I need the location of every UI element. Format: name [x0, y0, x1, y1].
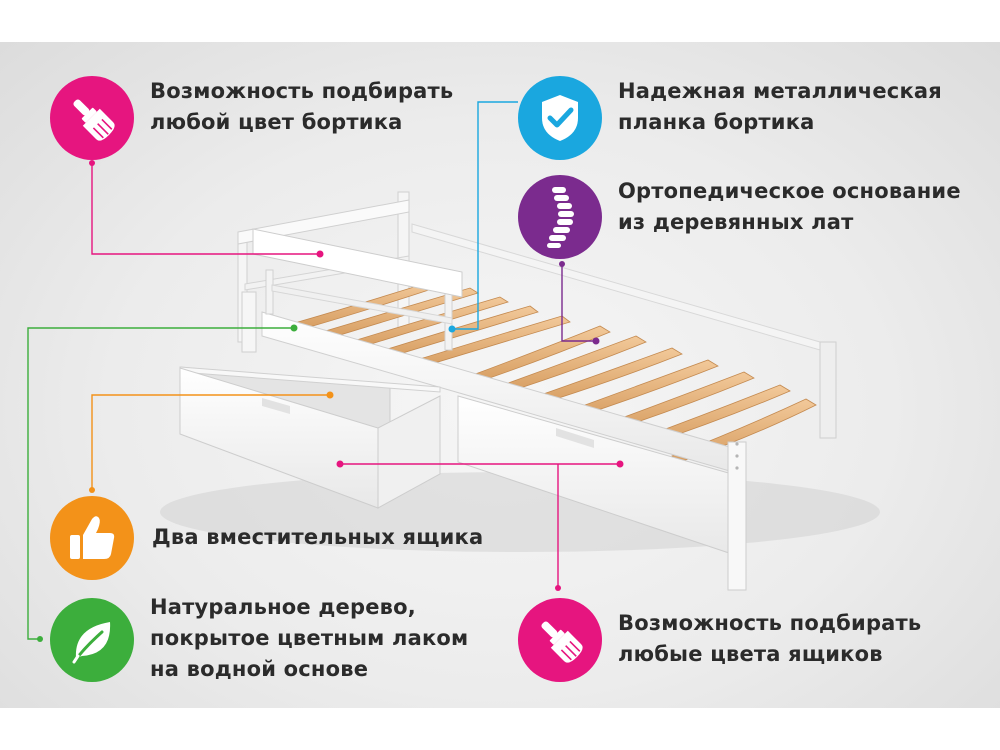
feature-drawer-color-label: Возможность подбирать любые цвета ящиков: [618, 608, 921, 670]
feature-orthopedic-badge: [518, 175, 602, 259]
connector-dots: [37, 160, 624, 642]
feature-metal-bar-label: Надежная металлическая планка бортика: [618, 76, 942, 138]
feature-drawer-color-badge: [518, 598, 602, 682]
front-legs: [241, 291, 747, 591]
paint-brush-icon: [73, 99, 115, 141]
feature-panel-color-label: Возможность подбирать любой цвет бортика: [150, 76, 453, 138]
feature-orthopedic-line2: из деревянных лат: [618, 210, 854, 234]
feature-drawer-color-line1: Возможность подбирать: [618, 611, 922, 635]
feature-panel-color-line2: любой цвет бортика: [150, 110, 403, 134]
leaf-icon: [72, 622, 111, 664]
feature-orthopedic-line1: Ортопедическое основание: [618, 179, 961, 203]
spine-icon: [547, 187, 574, 248]
feature-metal-bar-badge: [518, 76, 602, 160]
feature-natural-wood-line2: покрытое цветным лаком: [150, 626, 469, 650]
feature-drawer-color-line2: любые цвета ящиков: [618, 642, 883, 666]
feature-panel-color-badge: [50, 76, 134, 160]
drawer-left: [179, 366, 441, 509]
infographic-canvas: Возможность подбирать любой цвет бортика…: [0, 42, 1000, 708]
feature-natural-wood-line3: на водной основе: [150, 657, 369, 681]
feature-metal-bar-line1: Надежная металлическая: [618, 79, 942, 103]
feature-natural-wood-label: Натуральное дерево, покрытое цветным лак…: [150, 592, 468, 685]
paint-brush-icon: [541, 621, 583, 663]
foot-leg-back: [819, 341, 837, 439]
feature-natural-wood-line1: Натуральное дерево,: [150, 595, 416, 619]
feature-drawers-line1: Два вместительных ящика: [152, 525, 484, 549]
connector-lines: [27, 101, 620, 640]
bed-illustration: [27, 101, 880, 642]
thumbs-up-icon: [70, 516, 115, 559]
feature-panel-color-line1: Возможность подбирать: [150, 79, 454, 103]
shield-check-icon: [542, 95, 578, 141]
feature-drawers-label: Два вместительных ящика: [152, 522, 483, 553]
side-guard-panel: [252, 228, 463, 351]
feature-metal-bar-line2: планка бортика: [618, 110, 815, 134]
feature-drawers-badge: [50, 496, 134, 580]
feature-orthopedic-label: Ортопедическое основание из деревянных л…: [618, 176, 961, 238]
feature-natural-wood-badge: [50, 598, 134, 682]
